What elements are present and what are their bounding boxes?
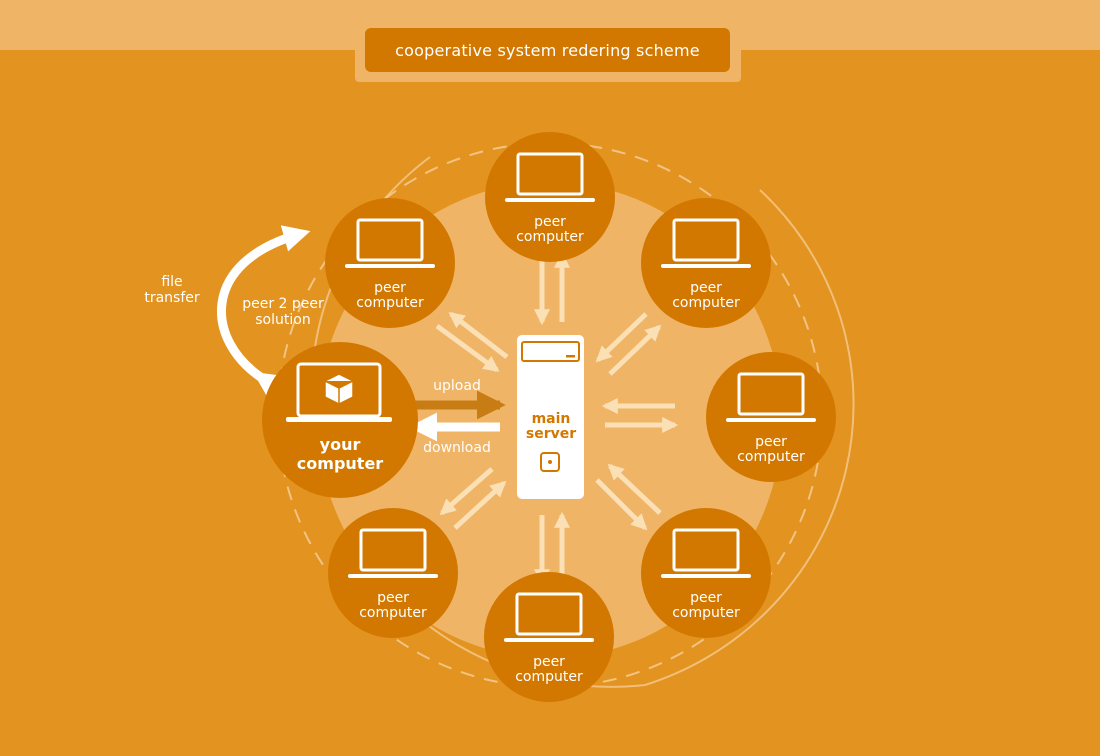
laptop-base-icon <box>661 264 751 268</box>
laptop-icon <box>737 372 805 416</box>
arrow-server-to-ul <box>448 312 509 359</box>
peer-nodes: peercomputerpeercomputerpeercomputerpeer… <box>325 132 836 702</box>
laptop-icon <box>516 152 584 196</box>
power-dot <box>548 460 552 464</box>
peer-computer-label: peer <box>690 590 722 606</box>
peer-computer-label: peer <box>374 280 406 296</box>
peer-computer-label: peer <box>377 590 409 606</box>
peer-computer-label: computer <box>737 449 805 465</box>
peer-computer-label: computer <box>516 229 584 245</box>
outer-ring-arc-right <box>644 189 855 686</box>
laptop-base-icon <box>504 638 594 642</box>
server-tower <box>517 335 584 499</box>
download-label: download <box>423 440 491 456</box>
peer-computer-label: peer <box>534 214 566 230</box>
p2p-label-2: solution <box>255 312 310 328</box>
peer-computer-label: computer <box>359 605 427 621</box>
file-transfer-arrow <box>216 225 311 399</box>
main-server: main server <box>517 335 584 499</box>
arrow-server-to-ur <box>608 324 662 376</box>
upload-label: upload <box>433 378 481 394</box>
file-transfer-label-2: transfer <box>144 290 200 306</box>
arrow-server-to-ll <box>439 467 494 516</box>
laptop-base-icon <box>348 574 438 578</box>
power-button-icon <box>540 452 560 472</box>
cube-icon <box>324 373 354 405</box>
peer-computer-label: peer <box>755 434 787 450</box>
diagram-title: cooperative system redering scheme <box>365 28 730 72</box>
peer-computer-label: peer <box>690 280 722 296</box>
server-drive-slot <box>566 355 575 358</box>
peer-computer-label: computer <box>672 605 740 621</box>
p2p-label-1: peer 2 peer <box>242 296 324 312</box>
laptop-icon <box>356 218 424 262</box>
peer-computer-label: computer <box>515 669 583 685</box>
peer-computer-label: computer <box>356 295 424 311</box>
laptop-base-icon <box>286 417 392 422</box>
your-computer-label-1: your <box>320 435 361 454</box>
laptop-base-icon <box>661 574 751 578</box>
arrow-lr-to-server <box>607 463 662 515</box>
arrow-server-to-lr <box>595 478 648 531</box>
your-computer-label-2: computer <box>297 454 383 473</box>
laptop-icon <box>359 528 427 572</box>
laptop-screen-icon <box>296 362 382 418</box>
file-transfer-label-1: file <box>161 274 182 290</box>
server-label-1: main <box>532 411 571 427</box>
laptop-icon <box>515 592 583 636</box>
laptop-base-icon <box>726 418 816 422</box>
peer-arrows <box>435 251 679 586</box>
peer-computer-label: peer <box>533 654 565 670</box>
server-drive-bay <box>521 341 580 362</box>
laptop-base-icon <box>345 264 435 268</box>
laptop-icon <box>672 218 740 262</box>
peer-computer-label: computer <box>672 295 740 311</box>
laptop-icon <box>672 528 740 572</box>
arrow-ul-to-server <box>435 323 500 373</box>
your-computer-node: your computer <box>262 342 418 498</box>
arrow-ur-to-server <box>595 312 648 363</box>
laptop-base-icon <box>505 198 595 202</box>
server-label-2: server <box>526 426 576 442</box>
arrow-ll-to-server <box>453 480 507 530</box>
